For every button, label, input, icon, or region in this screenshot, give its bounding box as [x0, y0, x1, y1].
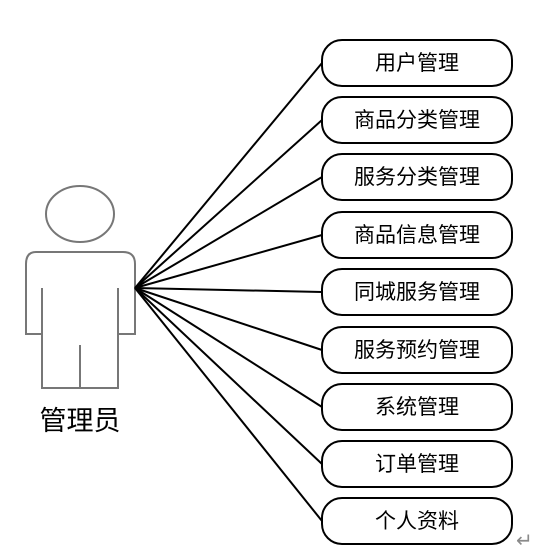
- use-case-box: [321, 383, 513, 431]
- association-line: [134, 287, 323, 408]
- association-line: [134, 234, 323, 289]
- use-case-service-booking-management: 服务预约管理: [321, 326, 513, 374]
- use-case-order-management: 订单管理: [321, 440, 513, 488]
- association-line: [134, 287, 323, 293]
- use-case-product-category-management: 商品分类管理: [321, 96, 513, 144]
- association-line: [134, 287, 323, 351]
- use-case-service-category-management: 服务分类管理: [321, 153, 513, 201]
- use-case-label: 商品分类管理: [354, 108, 480, 132]
- use-case-label: 商品信息管理: [354, 223, 480, 247]
- use-case-user-management: 用户管理: [321, 39, 513, 87]
- association-line: [134, 62, 323, 289]
- use-case-box: [321, 211, 513, 259]
- use-case-local-service-management: 同城服务管理: [321, 268, 513, 316]
- actor-label: 管理员: [40, 406, 121, 437]
- use-case-box: [321, 153, 513, 201]
- actor-body: [25, 251, 136, 389]
- actor-head: [45, 185, 115, 243]
- use-case-label: 用户管理: [375, 51, 459, 75]
- use-case-product-info-management: 商品信息管理: [321, 211, 513, 259]
- use-case-label: 服务分类管理: [354, 165, 480, 189]
- use-case-box: [321, 39, 513, 87]
- association-line: [134, 119, 323, 289]
- use-case-box: [321, 497, 513, 545]
- use-case-label: 订单管理: [375, 452, 459, 476]
- return-mark-icon: ↵: [516, 528, 533, 552]
- association-line: [134, 176, 323, 289]
- use-case-personal-profile: 个人资料: [321, 497, 513, 545]
- use-case-box: [321, 326, 513, 374]
- use-case-system-management: 系统管理: [321, 383, 513, 431]
- use-case-box: [321, 96, 513, 144]
- use-case-label: 服务预约管理: [354, 338, 480, 362]
- use-case-box: [321, 268, 513, 316]
- use-case-label: 个人资料: [375, 509, 459, 533]
- association-lines: [134, 62, 323, 522]
- actor-figure: [25, 185, 136, 389]
- association-line: [134, 287, 323, 522]
- association-line: [134, 287, 323, 465]
- use-case-box: [321, 440, 513, 488]
- use-case-label: 同城服务管理: [354, 280, 480, 304]
- use-case-label: 系统管理: [375, 395, 459, 419]
